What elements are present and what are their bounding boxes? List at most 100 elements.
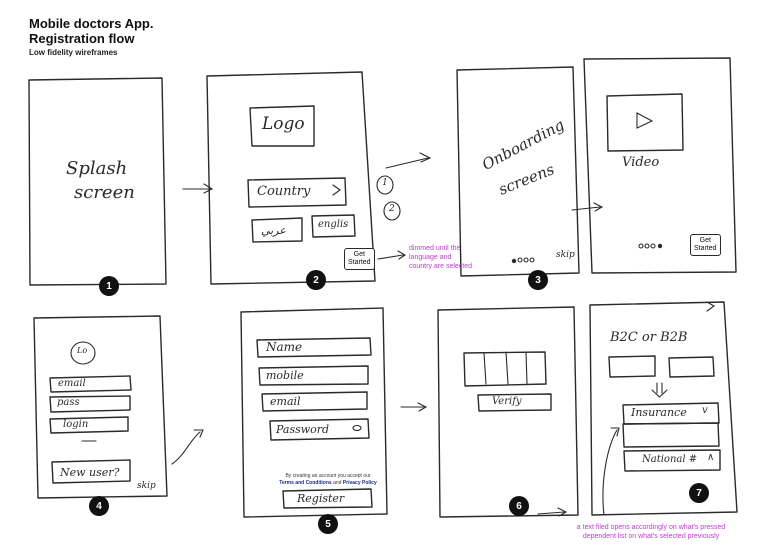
page-title: Mobile doctors App. Registration flow — [29, 16, 153, 46]
email-label[interactable]: email — [58, 378, 86, 389]
video-box — [606, 93, 684, 152]
video-dot-4 — [657, 243, 663, 249]
video-dot-1 — [638, 243, 644, 249]
insurance-box — [622, 402, 720, 425]
email-box — [49, 375, 132, 393]
register-box — [282, 488, 373, 509]
lang-ar-label[interactable]: عربي — [261, 224, 286, 237]
name-box — [256, 337, 372, 358]
email-label-5[interactable]: email — [270, 395, 301, 408]
step-badge-3: 3 — [528, 270, 548, 290]
video-dot-3 — [650, 243, 656, 249]
step-badge-4: 4 — [89, 496, 109, 516]
step-badge-5: 5 — [318, 514, 338, 534]
flow-arrow-2-3 — [385, 152, 432, 169]
get-started-2-line-1: Get — [699, 237, 711, 244]
annotation-arrow — [602, 427, 620, 516]
down-arrow-icon — [651, 382, 668, 398]
terms-link[interactable]: Terms and Conditions — [279, 480, 332, 486]
screen-6-frame — [437, 306, 579, 518]
terms-note: By creating an account you accept our Te… — [263, 473, 393, 487]
national-chevron-icon[interactable]: ∧ — [707, 452, 715, 463]
step-2-label: 2 — [389, 204, 395, 214]
terms-and: and — [333, 480, 342, 486]
flow-arrow-3-3b — [571, 202, 604, 212]
title-line-1: Mobile doctors App. — [29, 16, 154, 31]
verify-box — [477, 393, 552, 412]
step-1-circle — [376, 175, 394, 195]
logo-box — [249, 105, 315, 147]
pass-box — [49, 395, 131, 413]
b2c-b2b-heading: B2C or B2B — [610, 330, 688, 345]
screen-5-frame — [240, 307, 388, 518]
new-user-label[interactable]: New user? — [60, 466, 120, 479]
corner-arrow-icon — [706, 301, 716, 312]
screen-1-frame — [28, 77, 167, 286]
onboarding-dot-4 — [529, 257, 535, 263]
lang-en-box — [311, 214, 356, 238]
title-line-2: Registration flow — [29, 31, 135, 46]
onboarding-dot-3 — [523, 257, 529, 263]
login-label[interactable]: login — [63, 419, 89, 430]
mobile-box — [258, 365, 369, 386]
bottom-note: a text filed opens accordingly on what's… — [566, 523, 736, 541]
login-box — [49, 416, 129, 434]
register-label[interactable]: Register — [297, 492, 345, 505]
logo-circle — [70, 341, 96, 365]
lang-ar-box — [251, 217, 303, 243]
play-icon — [636, 112, 654, 129]
flow-arrow-6-7 — [537, 507, 568, 517]
email-box-5 — [261, 391, 368, 412]
screen-3b-frame — [583, 57, 737, 274]
national-box — [623, 449, 721, 472]
national-label[interactable]: National # — [642, 454, 698, 465]
privacy-link[interactable]: Privacy Policy — [342, 480, 377, 486]
onboarding-skip[interactable]: skip — [556, 250, 575, 260]
otp-box — [463, 351, 547, 387]
pass-label[interactable]: pass — [57, 397, 80, 408]
flow-arrow-1-2 — [182, 183, 214, 194]
flow-arrow-4-5 — [171, 429, 204, 465]
step-badge-2: 2 — [306, 270, 326, 290]
splash-label-1: Splash — [66, 158, 128, 179]
get-started-button-2[interactable]: Get Started — [690, 234, 721, 256]
login-skip[interactable]: skip — [137, 481, 156, 491]
mobile-label[interactable]: mobile — [266, 369, 304, 382]
insurance-dropdown — [622, 422, 720, 448]
new-user-box — [51, 459, 131, 484]
b2b-box — [668, 356, 715, 378]
step-1-label: 1 — [382, 178, 388, 188]
step-badge-7: 7 — [689, 483, 709, 503]
screen-2-frame — [206, 71, 376, 285]
verify-label[interactable]: Verify — [492, 396, 522, 407]
bottom-note-line-2: dependent list on what's selected previo… — [582, 533, 720, 540]
country-arrow-icon — [332, 184, 341, 196]
terms-line-1: By creating an account you accept our — [285, 473, 371, 479]
flow-arrow-5-6 — [400, 402, 428, 412]
bottom-note-line-1: a text filed opens accordingly on what's… — [576, 524, 726, 531]
onboarding-dot-2 — [517, 257, 523, 263]
password-box — [269, 418, 370, 441]
insurance-chevron-icon[interactable]: v — [702, 405, 708, 416]
step-badge-6: 6 — [509, 496, 529, 516]
b2c-box — [608, 355, 656, 378]
onboarding-dot-1 — [511, 258, 517, 264]
lang-en-label[interactable]: englis — [318, 219, 349, 230]
eye-icon — [352, 424, 362, 432]
dimmed-note: dimmed until the language and country ar… — [409, 245, 473, 270]
splash-label-2: screen — [74, 182, 135, 203]
insurance-label[interactable]: Insurance — [631, 406, 687, 419]
logo-small-label: Lo — [77, 346, 88, 355]
step-2-circle — [383, 201, 401, 221]
screen-3-frame — [456, 66, 580, 277]
name-label[interactable]: Name — [266, 340, 303, 354]
country-label[interactable]: Country — [257, 184, 311, 199]
country-box — [247, 177, 347, 208]
get-started-button[interactable]: Get Started — [344, 248, 375, 270]
password-label[interactable]: Password — [276, 423, 330, 436]
get-started-line-2: Started — [348, 259, 371, 266]
screen-4-frame — [33, 315, 168, 499]
logo-label: Logo — [262, 114, 305, 134]
get-started-2-line-2: Started — [694, 245, 717, 252]
